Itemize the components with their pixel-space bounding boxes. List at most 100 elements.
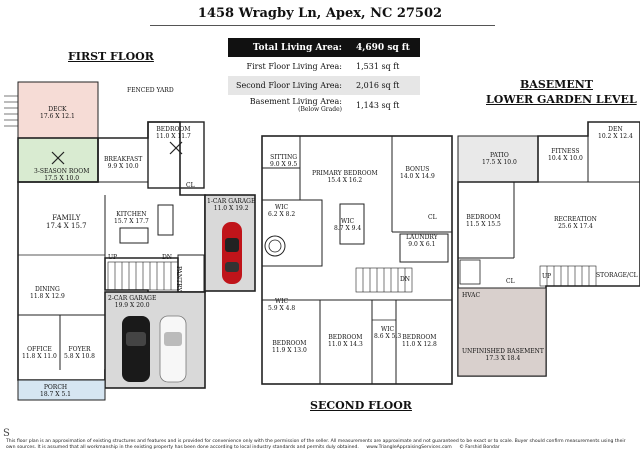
second-floor-bedroom-three-name: BEDROOM <box>402 334 437 341</box>
total-area-row: Total Living Area: 4,690 sq ft <box>228 38 420 57</box>
total-area-value: 4,690 sq ft <box>356 42 410 53</box>
dining-dimensions: 11.8 X 12.9 <box>30 293 65 300</box>
bathtub-icon <box>264 235 286 257</box>
first-floor-area-row: First Floor Living Area: 1,531 sq ft <box>228 57 420 76</box>
foyer-name: FOYER <box>68 346 91 353</box>
second-floor-down-label: DN <box>400 276 411 283</box>
first-floor-stairs <box>107 261 179 291</box>
basement-closet-label: CL <box>506 278 515 285</box>
hvac-label: HVAC <box>462 292 481 299</box>
laundry-name: LAUNDRY <box>406 234 438 241</box>
company-logo: S <box>3 428 10 439</box>
first-floor-area-value: 1,531 sq ft <box>356 62 400 71</box>
deck-dimensions: 17.6 X 12.1 <box>40 113 75 120</box>
second-floor-area-row: Second Floor Living Area: 2,016 sq ft <box>228 76 420 95</box>
wic-three-name: WIC <box>275 298 289 305</box>
second-floor-stairs <box>355 267 413 293</box>
unfinished-basement-name: UNFINISHED BASEMENT <box>462 348 544 355</box>
porch-area <box>17 379 106 401</box>
fenced-yard-label: FENCED YARD <box>127 87 174 94</box>
unfinished-basement-area <box>457 287 547 377</box>
second-floor-area-value: 2,016 sq ft <box>356 81 400 90</box>
recreation-dimensions: 25.6 X 17.4 <box>558 223 593 230</box>
bonus-name: BONUS <box>405 166 430 173</box>
patio-dimensions: 17.5 X 10.0 <box>482 159 517 166</box>
title-rule <box>150 25 495 26</box>
kitchen-name: KITCHEN <box>116 211 147 218</box>
ceiling-fan-icon <box>169 141 183 155</box>
second-floor-header: SECOND FLOOR <box>310 399 412 412</box>
porch-name: PORCH <box>43 384 68 391</box>
second-floor-bedroom-one-dimensions: 11.9 X 13.0 <box>272 347 307 354</box>
primary-bedroom-name: PRIMARY BEDROOM <box>312 170 378 177</box>
office-name: OFFICE <box>27 346 52 353</box>
recreation-name: RECREATION <box>554 216 597 223</box>
basement-area-value: 1,143 sq ft <box>356 101 400 110</box>
breakfast-dimensions: 9.9 X 10.0 <box>107 163 139 170</box>
primary-bedroom-dimensions: 15.4 X 16.2 <box>327 177 363 184</box>
family-room-name: FAMILY <box>52 214 81 222</box>
copyright-text: © Farshid Bondar <box>459 445 500 450</box>
disclaimer-body: This floor plan is an approximation of e… <box>6 439 626 450</box>
total-area-label: Total Living Area: <box>252 42 342 53</box>
second-floor-bedroom-two-dimensions: 11.0 X 14.3 <box>328 341 363 348</box>
first-floor-up-label: UP <box>108 254 118 261</box>
wic-two-dimensions: 8.7 X 9.4 <box>334 225 362 232</box>
laundry-dimensions: 9.0 X 6.1 <box>408 241 436 248</box>
basement-bedroom-name: BEDROOM <box>466 214 501 221</box>
fitness-dimensions: 10.4 X 10.0 <box>548 155 583 162</box>
black-car-icon <box>122 316 150 382</box>
wic-four-dimensions: 8.6 X 5.3 <box>374 333 402 340</box>
two-car-garage-area <box>104 291 206 389</box>
basement-area-label: Basement Living Area: (Below Grade) <box>228 98 348 114</box>
three-season-room-name: 3-SEASON ROOM <box>34 168 90 175</box>
red-car-icon <box>222 222 242 284</box>
basement-area-sublabel: (Below Grade) <box>298 106 342 113</box>
basement-header: BASEMENT <box>520 78 593 91</box>
one-car-garage-dimensions: 11.0 X 19.2 <box>213 205 249 212</box>
office-dimensions: 11.8 X 11.0 <box>22 353 57 360</box>
family-room-dimensions: 17.4 X 15.7 <box>46 222 87 230</box>
basement-stairs <box>539 265 597 287</box>
second-floor-bedroom-three-dimensions: 11.0 X 12.8 <box>402 341 437 348</box>
second-floor-bedroom-one-name: BEDROOM <box>272 340 307 347</box>
disclaimer-text: This floor plan is an approximation of e… <box>6 439 636 451</box>
wic-two-name: WIC <box>341 218 355 225</box>
website-link[interactable]: www.TriangleAppraisingServices.com <box>366 445 452 450</box>
patio-name: PATIO <box>490 152 509 159</box>
breakfast-name: BREAKFAST <box>104 156 143 163</box>
dining-name: DINING <box>34 286 60 293</box>
fitness-name: FITNESS <box>551 148 580 155</box>
white-car-icon <box>159 315 187 383</box>
first-floor-header: FIRST FLOOR <box>68 50 154 63</box>
sitting-name: SITTING <box>270 154 298 161</box>
deck-name: DECK <box>48 106 67 113</box>
basement-subheader: LOWER GARDEN LEVEL <box>486 93 637 106</box>
second-floor-plan <box>261 135 453 385</box>
wic-three-dimensions: 5.9 X 4.8 <box>268 305 296 312</box>
second-floor-bedroom-two-name: BEDROOM <box>328 334 363 341</box>
